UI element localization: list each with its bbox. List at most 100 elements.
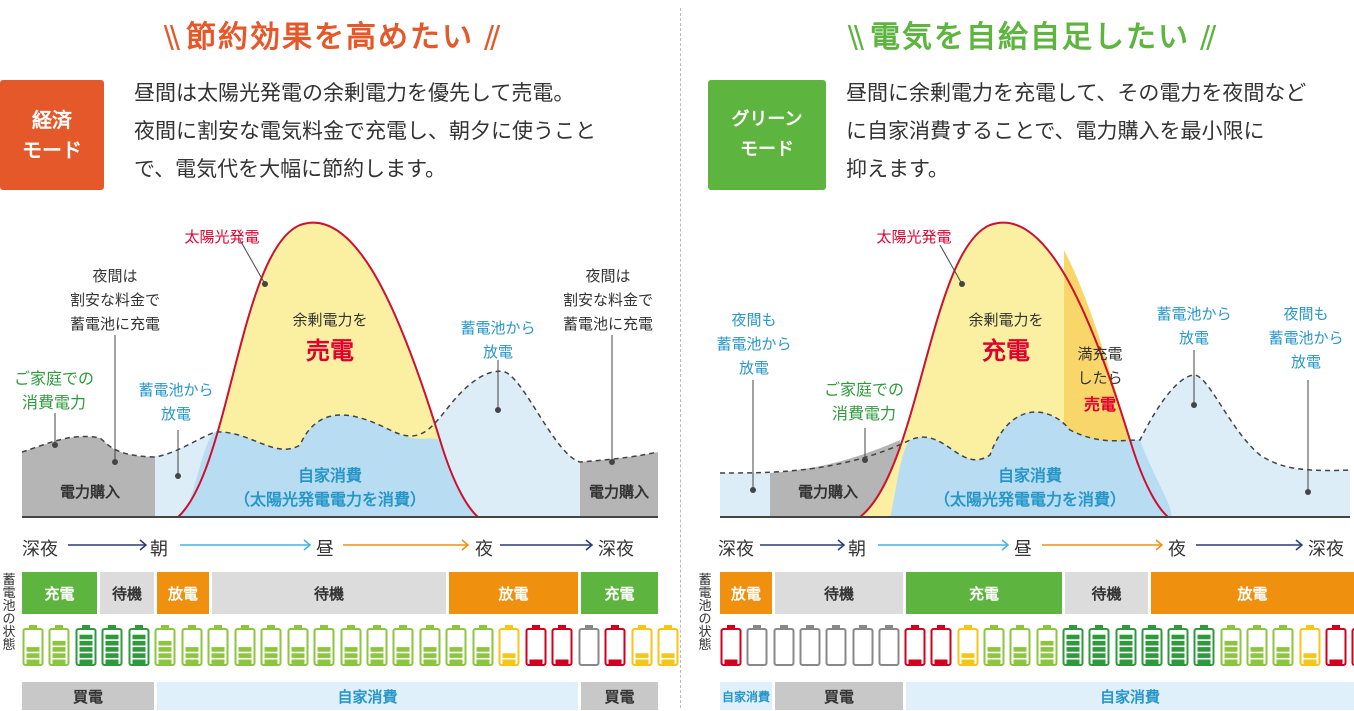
right-battery-icon-4: [799, 625, 821, 666]
right-time-4: 深夜: [1308, 539, 1344, 560]
left-state-1: 充電: [22, 572, 97, 614]
right-battery-icon-24: [1325, 625, 1347, 666]
right-battery-icon-15: [1088, 625, 1110, 666]
left-consumption-line: [21, 370, 659, 463]
panel-divider: [680, 8, 681, 708]
right-battery-icon-11: [983, 625, 1005, 666]
left-battery-icon-16: [419, 625, 441, 666]
right-surplus-action: 充電: [982, 337, 1030, 365]
left-solar-label: 太陽光発電: [184, 228, 260, 246]
right-battery-icon-2: [746, 625, 768, 666]
left-battery-icon-7: [181, 625, 203, 666]
left-time-3: 夜: [475, 539, 493, 560]
right-battery-icon-12: [1009, 625, 1031, 666]
left-night-charge-label-r: 夜間は 割安な料金で 蓄電池に充電: [562, 267, 653, 333]
right-household-label: ご家庭での 消費電力: [823, 380, 904, 423]
left-battery-icon-4: [101, 625, 123, 666]
left-discharge-evening-label: 蓄電池から 放電: [460, 319, 536, 361]
left-usage-1: 買電: [22, 682, 154, 710]
right-timeline: [760, 539, 1304, 551]
left-battery-icon-6: [154, 625, 176, 666]
right-purchase-label: 電力購入: [797, 483, 858, 501]
left-battery-icon-14: [366, 625, 388, 666]
right-battery-icon-9: [930, 625, 952, 666]
left-battery-icon-21: [551, 625, 573, 666]
left-battery-icon-25: [657, 625, 679, 666]
right-state-1: 放電: [720, 572, 772, 614]
right-full-charge-label: 満充電 したら: [1077, 345, 1123, 387]
left-purchase-label-r: 電力購入: [588, 483, 649, 501]
left-time-0: 深夜: [22, 539, 58, 560]
right-time-2: 昼: [1014, 539, 1032, 560]
left-time-1: 朝: [150, 539, 168, 560]
left-battery-icon-1: [22, 625, 44, 666]
right-full-charge-action: 売電: [1083, 395, 1116, 414]
right-self-use-label: 自家消費 （太陽光発電電力を消費）: [933, 466, 1126, 509]
right-battery-icon-1: [720, 625, 742, 666]
right-battery-icon-5: [825, 625, 847, 666]
left-battery-icon-2: [48, 625, 70, 666]
left-household-label: ご家庭での 消費電力: [13, 369, 94, 412]
right-battery-icon-20: [1220, 625, 1242, 666]
right-battery-icon-18: [1167, 625, 1189, 666]
left-description: 昼間は太陽光発電の余剰電力を優先して売電。 夜間に割安な電気料金で充電し、朝夕に…: [134, 81, 596, 181]
right-state-2: 待機: [775, 572, 903, 614]
right-battery-icon-16: [1115, 625, 1136, 666]
left-battery-icon-22: [578, 625, 600, 666]
economy-mode-badge: 経済 モード: [0, 80, 104, 190]
right-battery-label: 蓄電池の状態: [698, 573, 712, 653]
left-battery-icon-15: [392, 625, 414, 666]
left-battery-icon-20: [525, 625, 547, 666]
left-state-2: 待機: [100, 572, 154, 614]
right-battery-icon-23: [1299, 625, 1321, 666]
green-mode-badge: グリーン モード: [708, 80, 826, 190]
left-battery-icon-13: [340, 625, 362, 666]
left-state-3: 放電: [157, 572, 209, 614]
right-surplus-label: 余剰電力を: [968, 311, 1044, 329]
left-purchase-area-l: [22, 436, 155, 517]
left-title: \\節約効果を高めたい//: [163, 20, 500, 55]
right-battery-icon-14: [1062, 625, 1084, 666]
right-state-4: 待機: [1065, 572, 1148, 614]
right-battery-icon-19: [1193, 625, 1215, 666]
right-solar-label: 太陽光発電: [876, 228, 952, 246]
right-chart: [719, 221, 1351, 518]
left-battery-icon-9: [234, 625, 256, 666]
left-battery-icon-23: [604, 625, 626, 666]
left-chart: [21, 221, 659, 518]
left-self-use-label: 自家消費 （太陽光発電電力を消費）: [233, 466, 426, 509]
left-time-4: 深夜: [598, 539, 634, 560]
right-battery-icon-3: [773, 625, 795, 666]
right-title: \\電気を自給自足したい//: [847, 20, 1216, 55]
right-night-battery-label-l: 夜間も 蓄電池から 放電: [716, 311, 792, 377]
right-description: 昼間に余剰電力を充電して、その電力を夜間など に自家消費することで、電力購入を最…: [846, 81, 1307, 181]
right-night-battery-label-r: 夜間も 蓄電池から 放電: [1268, 305, 1344, 371]
left-state-6: 充電: [581, 572, 658, 614]
right-battery-icon-7: [878, 625, 900, 666]
left-time-2: 昼: [316, 539, 334, 560]
right-battery-icon-17: [1141, 625, 1163, 666]
left-night-charge-label-l: 夜間は 割安な料金で 蓄電池に充電: [69, 267, 160, 333]
right-discharge-evening-label: 蓄電池から 放電: [1156, 305, 1232, 347]
left-usage-2: 自家消費: [157, 682, 578, 710]
left-usage-3: 買電: [581, 682, 658, 710]
right-battery-icon-10: [957, 625, 979, 666]
right-battery-icon-21: [1246, 625, 1268, 666]
left-state-4: 待機: [212, 572, 446, 614]
left-battery-icon-3: [75, 625, 97, 666]
right-self-area: [890, 412, 1172, 517]
right-battery-icon-6: [852, 625, 873, 666]
left-battery-icon-12: [313, 625, 335, 666]
left-battery-icon-17: [445, 625, 467, 666]
right-battery-icon-8: [904, 625, 926, 666]
right-state-3: 充電: [906, 572, 1062, 614]
right-usage-2: 買電: [775, 682, 903, 710]
right-usage-3: 自家消費: [906, 682, 1354, 710]
left-battery-label: 蓄電池の状態: [2, 573, 16, 653]
right-time-0: 深夜: [718, 539, 754, 560]
left-timeline: [68, 539, 594, 551]
left-state-5: 放電: [449, 572, 578, 614]
left-battery-icon-11: [287, 625, 309, 666]
left-purchase-area-r: [580, 452, 658, 517]
left-battery-icon-5: [128, 625, 150, 666]
